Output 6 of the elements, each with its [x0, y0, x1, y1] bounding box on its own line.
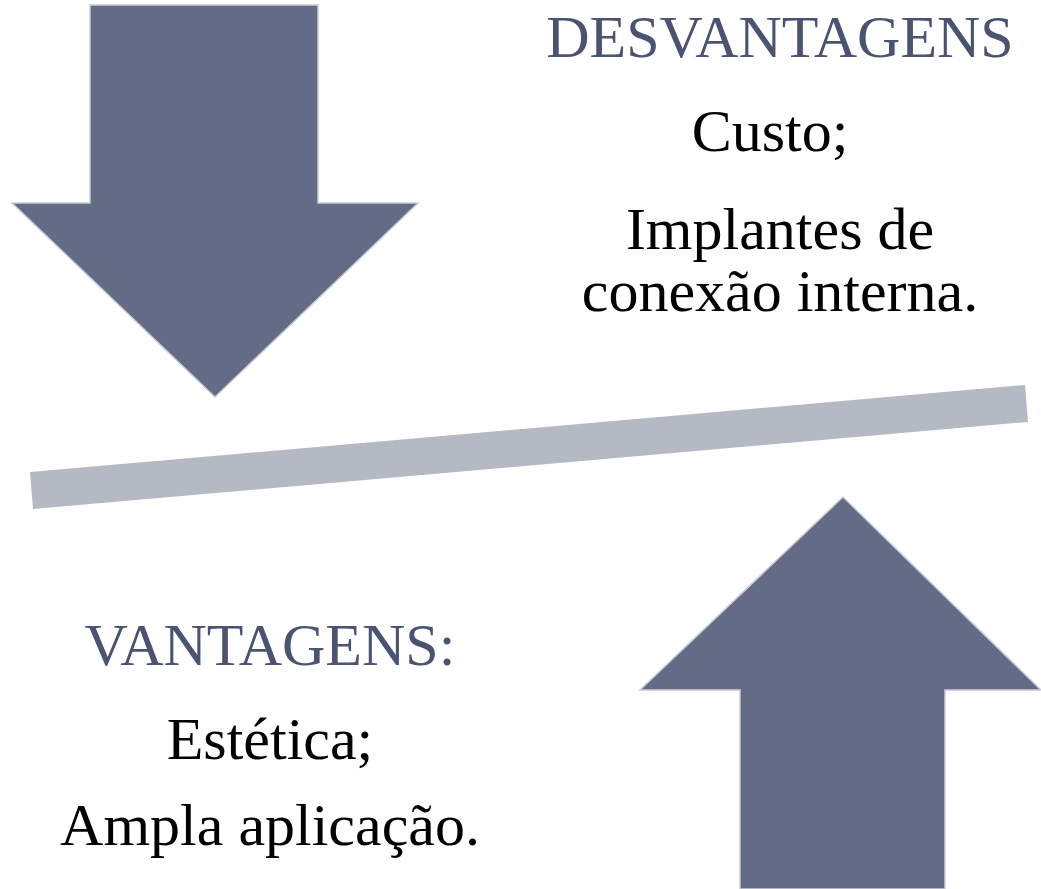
list-item: Implantes de conexão interna.: [580, 198, 980, 322]
list-item: Estética;: [165, 708, 375, 770]
heading: VANTAGENS:: [83, 614, 457, 676]
heading: DESVANTAGENS: [545, 6, 1015, 68]
list-item: Custo;: [690, 100, 850, 162]
list-item: Ampla aplicação.: [59, 794, 481, 856]
